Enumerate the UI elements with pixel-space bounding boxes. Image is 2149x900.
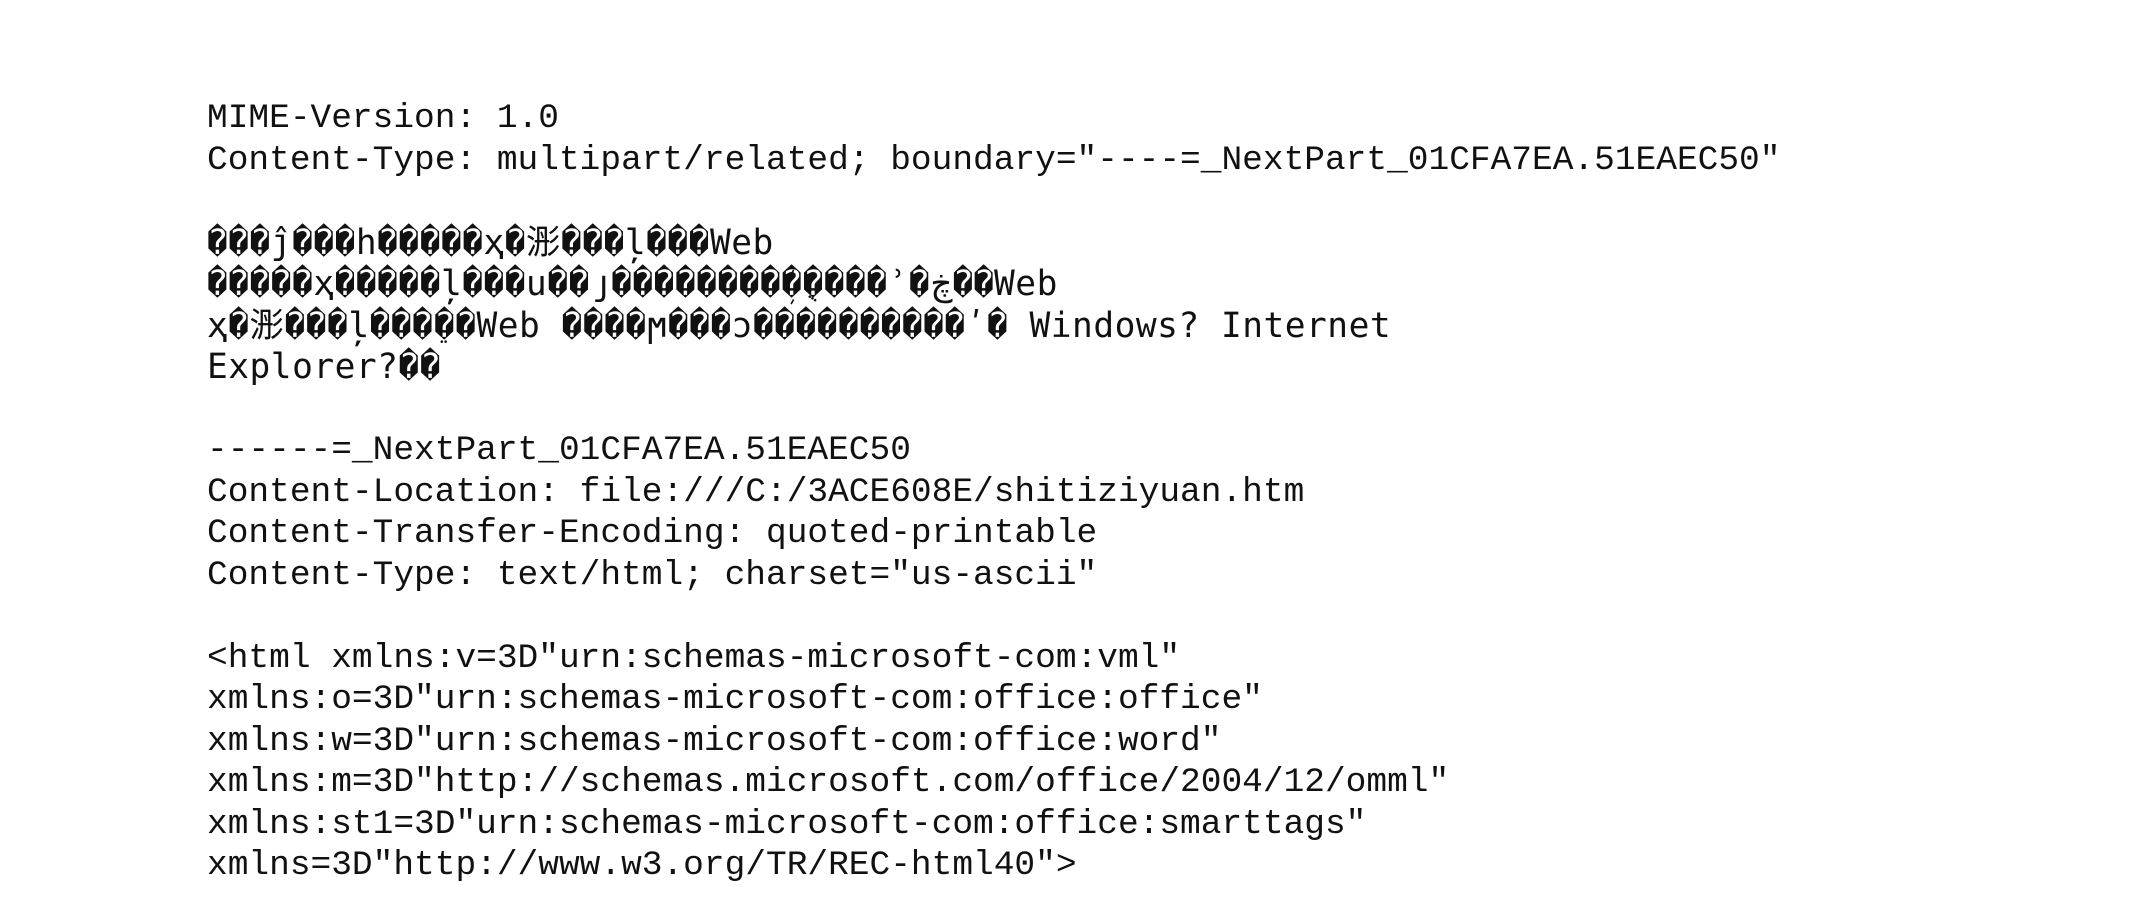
raw-mime-document: MIME-Version: 1.0 Content-Type: multipar…	[207, 98, 2107, 887]
garbled-notice-line-2: �����ҳ�����ļ���ս��յ��������ܲ�ֻ����ʾ�ڿ��W…	[207, 264, 1058, 304]
html-line: xmlns:st1=3D"urn:schemas-microsoft-com:o…	[207, 804, 1367, 844]
mime-version-header: MIME-Version: 1.0	[207, 99, 559, 138]
blank-line	[207, 596, 2107, 638]
garbled-notice-line-1: ���ĵ���һ�����ҳ�浵���ļ���Web	[207, 222, 774, 263]
garbled-notice-line-3: ҳ�浵���ļ���ֵ��Web ����ϻ���ͻ����������ʹ� W…	[207, 305, 1392, 346]
html-line: xmlns:o=3D"urn:schemas-microsoft-com:off…	[207, 680, 1263, 719]
html-line: xmlns:w=3D"urn:schemas-microsoft-com:off…	[207, 721, 1222, 761]
garbled-notice-line-4: Explorer?��	[207, 347, 441, 387]
transfer-encoding-header: Content-Transfer-Encoding: quoted-printa…	[207, 514, 1098, 553]
part-content-type-header: Content-Type: text/html; charset="us-asc…	[207, 555, 1098, 595]
html-line: <html xmlns:v=3D"urn:schemas-microsoft-c…	[207, 638, 1181, 678]
blank-line	[207, 181, 2107, 223]
content-location-header: Content-Location: file:///C:/3ACE608E/sh…	[207, 472, 1305, 512]
html-line: xmlns:m=3D"http://schemas.microsoft.com/…	[207, 763, 1450, 802]
part-boundary: ------=_NextPart_01CFA7EA.51EAEC50	[207, 431, 911, 470]
content-type-header: Content-Type: multipart/related; boundar…	[207, 140, 1781, 180]
blank-line	[207, 389, 2107, 431]
html-line: xmlns=3D"http://www.w3.org/TR/REC-html40…	[207, 846, 1077, 885]
